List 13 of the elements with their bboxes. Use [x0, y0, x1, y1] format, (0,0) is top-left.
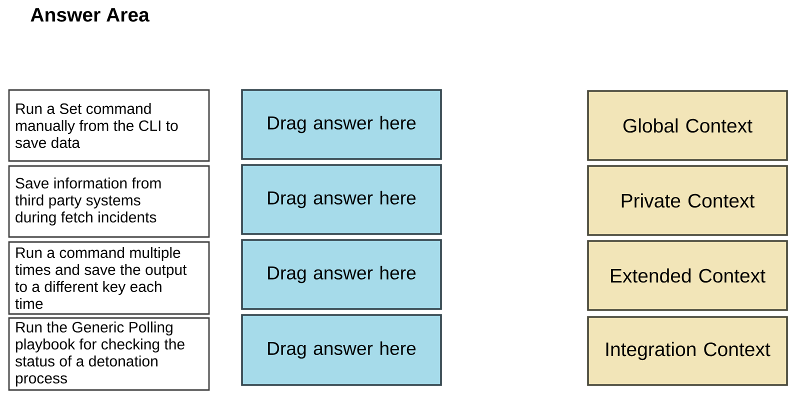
drop-zone-box: Drag answer here: [241, 164, 442, 235]
answer-option-box: Private Context: [587, 165, 788, 236]
drop-zone-box: Drag answer here: [241, 89, 442, 160]
answer-option-box: Global Context: [587, 90, 788, 161]
statement-box: Run a Set command manually from the CLI to save data: [8, 89, 210, 162]
statement-box: Run a command multiple times and save the output to a different key each time: [8, 241, 210, 315]
answer-option-box: Integration Context: [587, 316, 788, 386]
drop-zone-box: Drag answer here: [241, 239, 442, 310]
statement-box: Run the Generic Polling playbook for checking the status of a detonation process: [8, 317, 210, 391]
drop-zone-box: Drag answer here: [241, 314, 442, 386]
heading: Answer Area: [30, 8, 150, 22]
statement-box: Save information from third party systems during fetch incidents: [8, 165, 210, 238]
answer-option-box: Extended Context: [587, 240, 788, 311]
